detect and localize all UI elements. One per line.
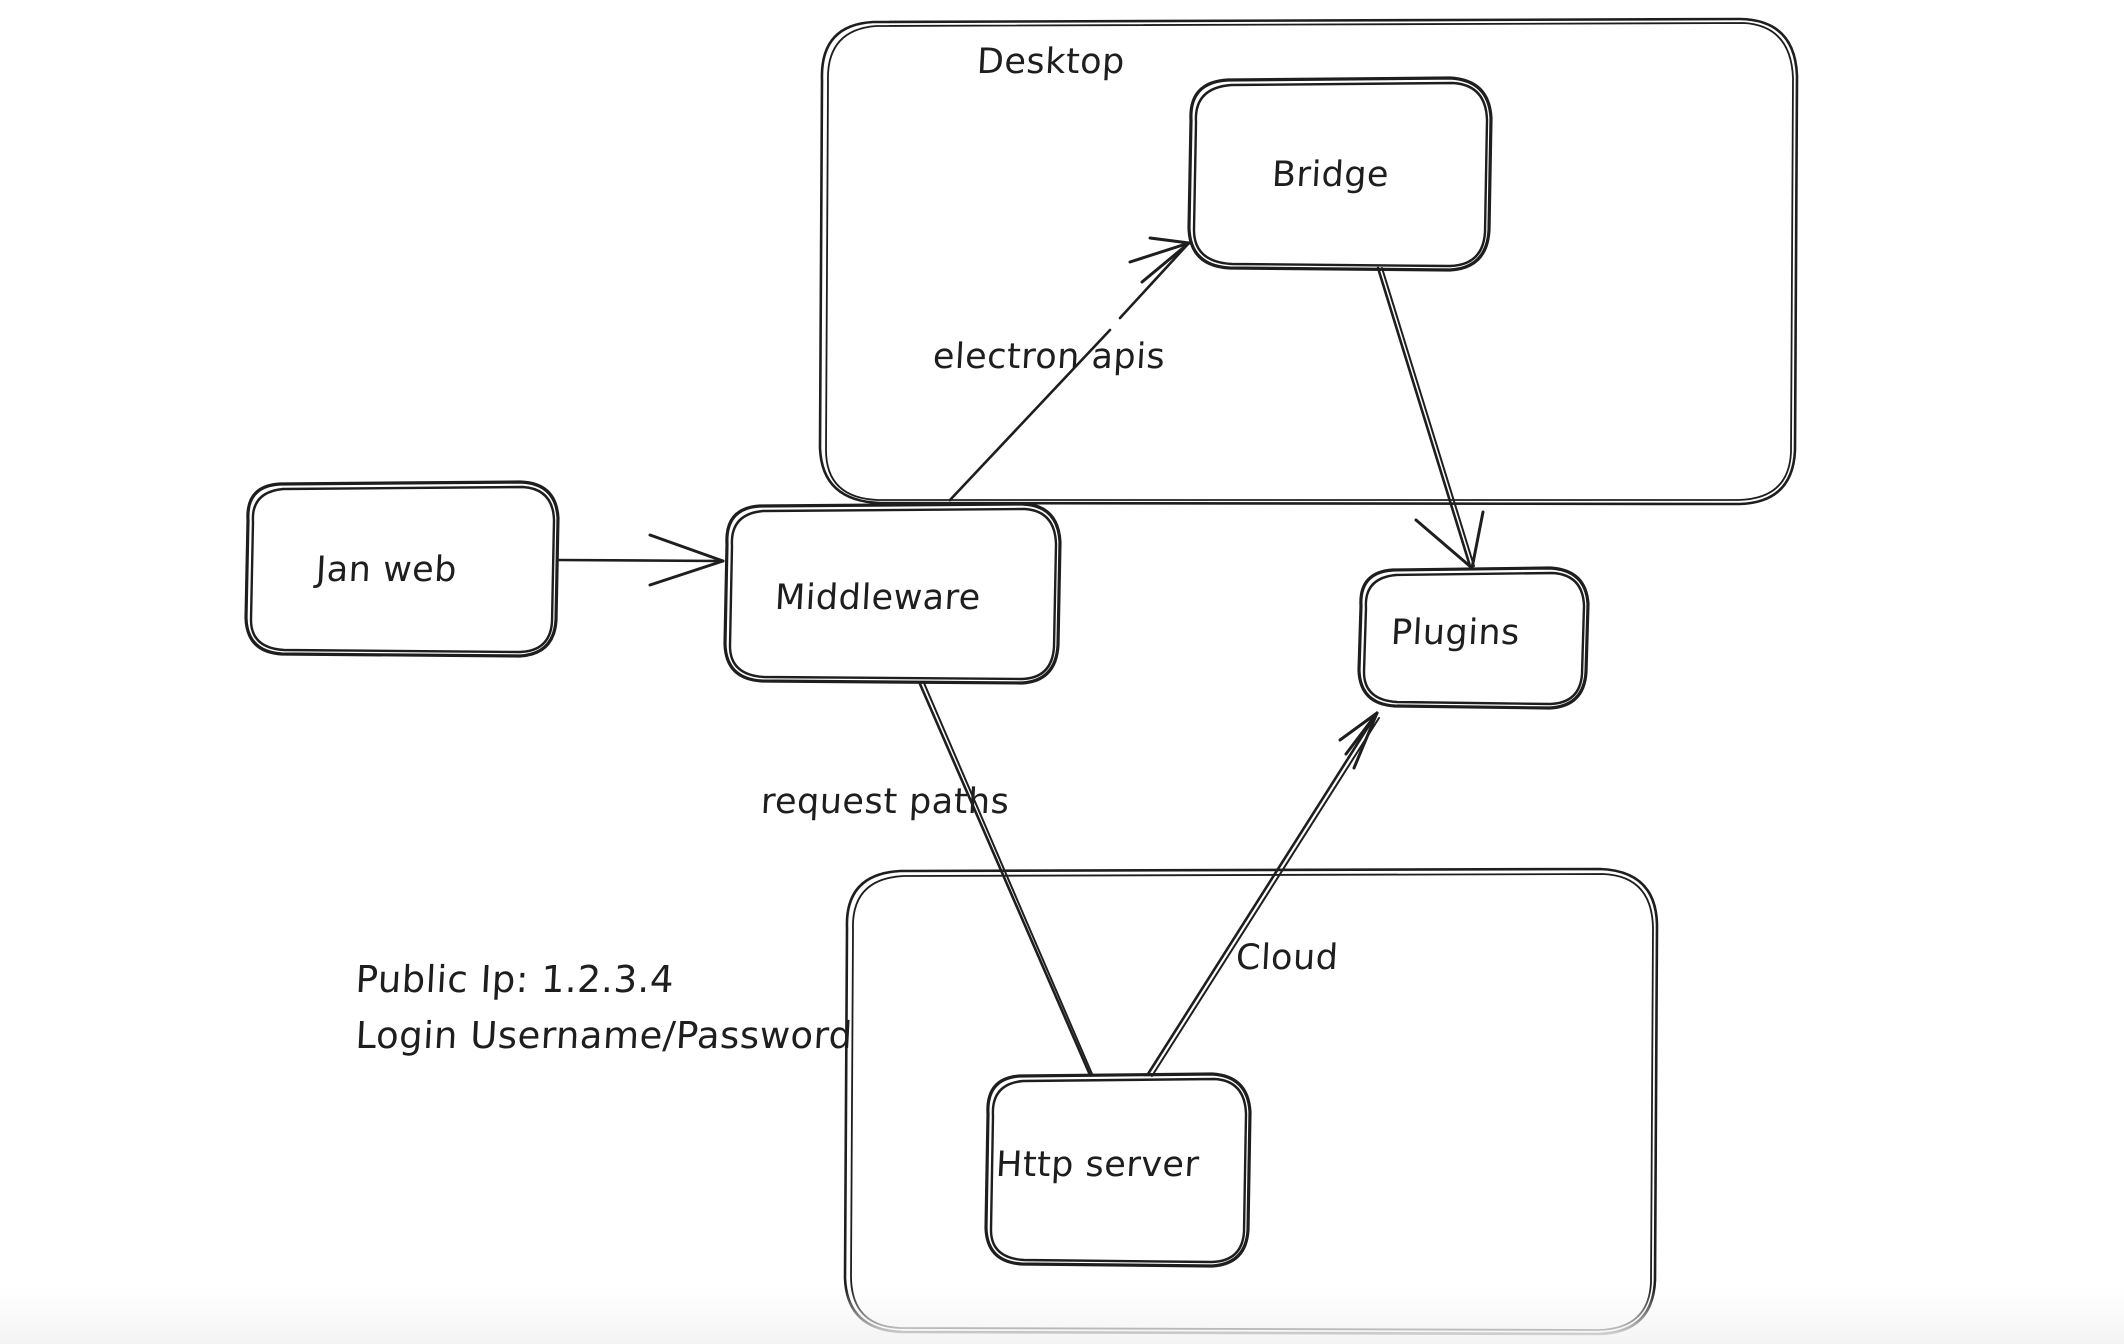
edge-middleware-to-bridge bbox=[948, 236, 1191, 502]
node-bridge-outline bbox=[1187, 76, 1493, 272]
node-middleware-outline bbox=[723, 502, 1062, 685]
node-plugins-outline bbox=[1357, 566, 1590, 710]
note-public-ip: Public Ip: 1.2.3.4 bbox=[354, 958, 676, 1001]
edge-label-request-paths: request paths bbox=[759, 782, 1011, 822]
edge-janweb-to-middleware bbox=[556, 533, 725, 587]
edge-middleware-to-httpserver bbox=[918, 682, 1093, 1077]
node-http-server-outline bbox=[984, 1072, 1252, 1268]
node-jan-web-outline bbox=[244, 480, 560, 658]
node-label-bridge: Bridge bbox=[1270, 155, 1391, 195]
note-login-credentials: Login Username/Password bbox=[354, 1014, 854, 1057]
edge-bridge-to-plugins bbox=[1376, 266, 1485, 570]
edge-label-electron-apis: electron apis bbox=[931, 337, 1167, 377]
node-label-middleware: Middleware bbox=[773, 578, 982, 618]
group-label-cloud: Cloud bbox=[1234, 938, 1340, 978]
group-desktop-outline bbox=[818, 17, 1799, 506]
group-label-desktop: Desktop bbox=[975, 42, 1126, 82]
node-label-http-server: Http server bbox=[994, 1145, 1201, 1185]
edge-httpserver-to-plugins bbox=[1146, 711, 1380, 1077]
node-label-jan-web: Jan web bbox=[314, 550, 458, 590]
node-label-plugins: Plugins bbox=[1389, 613, 1521, 653]
